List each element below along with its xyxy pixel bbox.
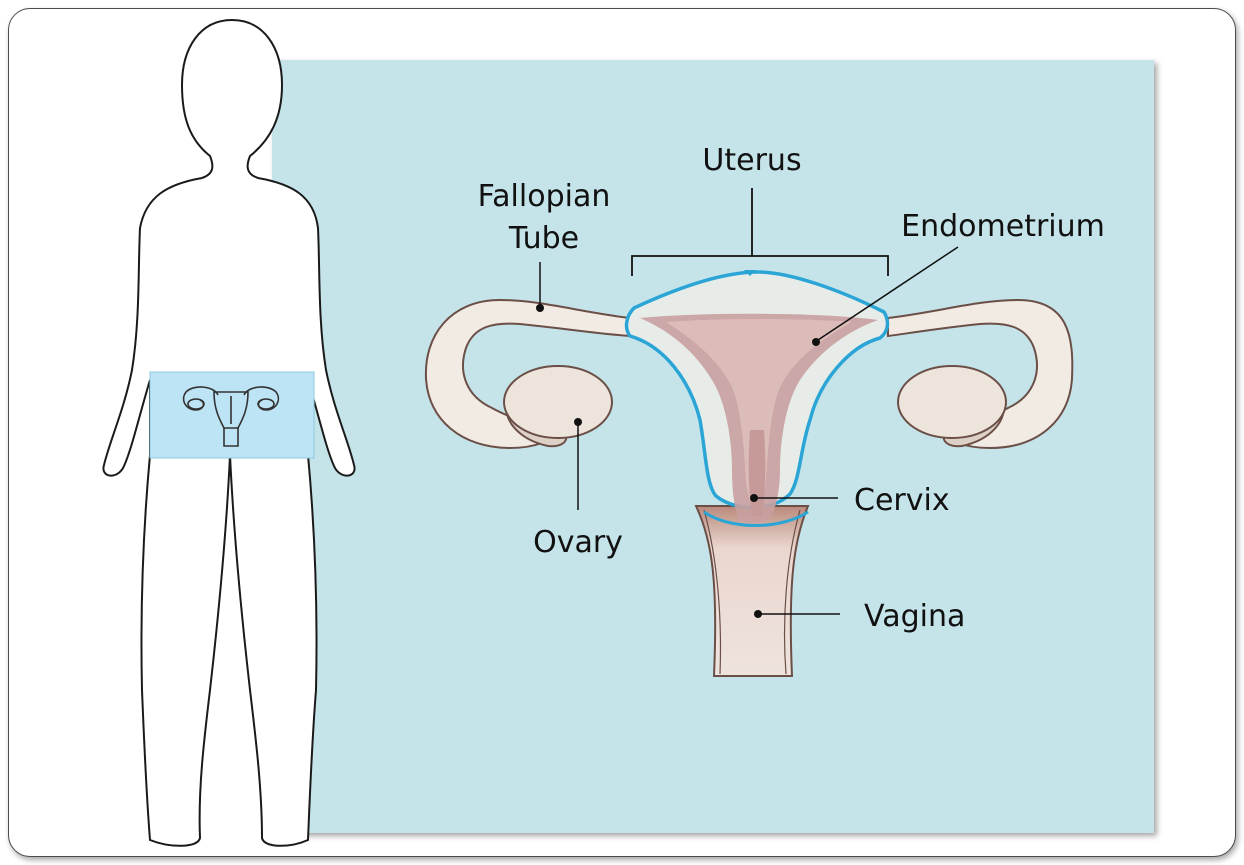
label-fallopian-line2: Tube [508,221,579,256]
cervical-canal [749,430,766,516]
label-fallopian-line1: Fallopian [478,179,611,214]
label-cervix: Cervix [854,483,950,518]
ovary-right [898,366,1006,438]
pelvis-highlight [150,372,314,458]
label-ovary: Ovary [533,525,623,560]
label-endometrium: Endometrium [901,209,1105,244]
label-uterus: Uterus [702,143,801,178]
label-vagina: Vagina [864,599,965,634]
ovary-left [504,366,612,438]
